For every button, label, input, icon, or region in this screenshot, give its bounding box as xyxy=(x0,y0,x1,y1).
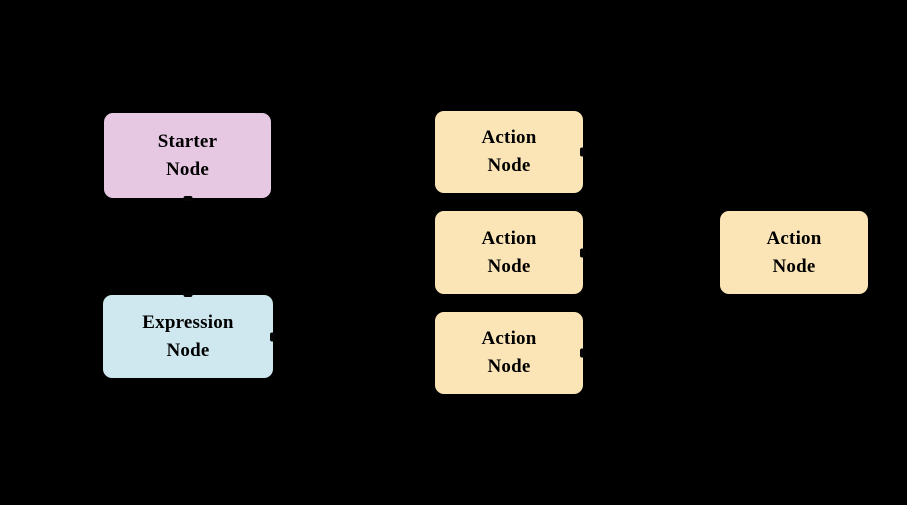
starter-node-label-line1: Starter xyxy=(157,130,218,152)
expression-node-input-port[interactable] xyxy=(183,292,193,297)
starter-node[interactable]: Starter Node xyxy=(104,113,271,201)
expression-node-output-port[interactable] xyxy=(270,332,275,341)
action-node-3-label-line1: Action xyxy=(481,328,537,350)
action-node-1-output-port[interactable] xyxy=(580,147,585,157)
action-node-3[interactable]: Action Node xyxy=(435,312,585,394)
expression-node-label-line1: Expression xyxy=(142,311,234,333)
action-node-2-output-port[interactable] xyxy=(580,248,585,257)
action-node-1-label-line1: Action xyxy=(481,127,537,149)
expression-node-label-line2: Node xyxy=(166,339,210,361)
starter-node-output-port[interactable] xyxy=(183,196,192,201)
edge-expression-to-action-3 xyxy=(273,336,435,338)
starter-node-label-line2: Node xyxy=(165,158,210,180)
action-node-4-label-line1: Action xyxy=(766,227,822,249)
action-node-2[interactable]: Action Node xyxy=(435,211,585,294)
action-node-1-label-line2: Node xyxy=(487,155,531,176)
action-node-4[interactable]: Action Node xyxy=(720,211,868,294)
action-node-1[interactable]: Action Node xyxy=(435,111,585,193)
action-node-3-label-line2: Node xyxy=(487,356,531,377)
edge-starter-to-action-1 xyxy=(272,155,435,157)
action-node-2-label-line2: Node xyxy=(487,255,531,277)
edge-action-2-to-action-4 xyxy=(583,252,720,254)
action-node-3-output-port[interactable] xyxy=(580,348,585,358)
action-node-2-label-line1: Action xyxy=(481,227,537,249)
action-node-4-label-line2: Node xyxy=(772,255,816,277)
expression-node[interactable]: Expression Node xyxy=(103,292,275,378)
